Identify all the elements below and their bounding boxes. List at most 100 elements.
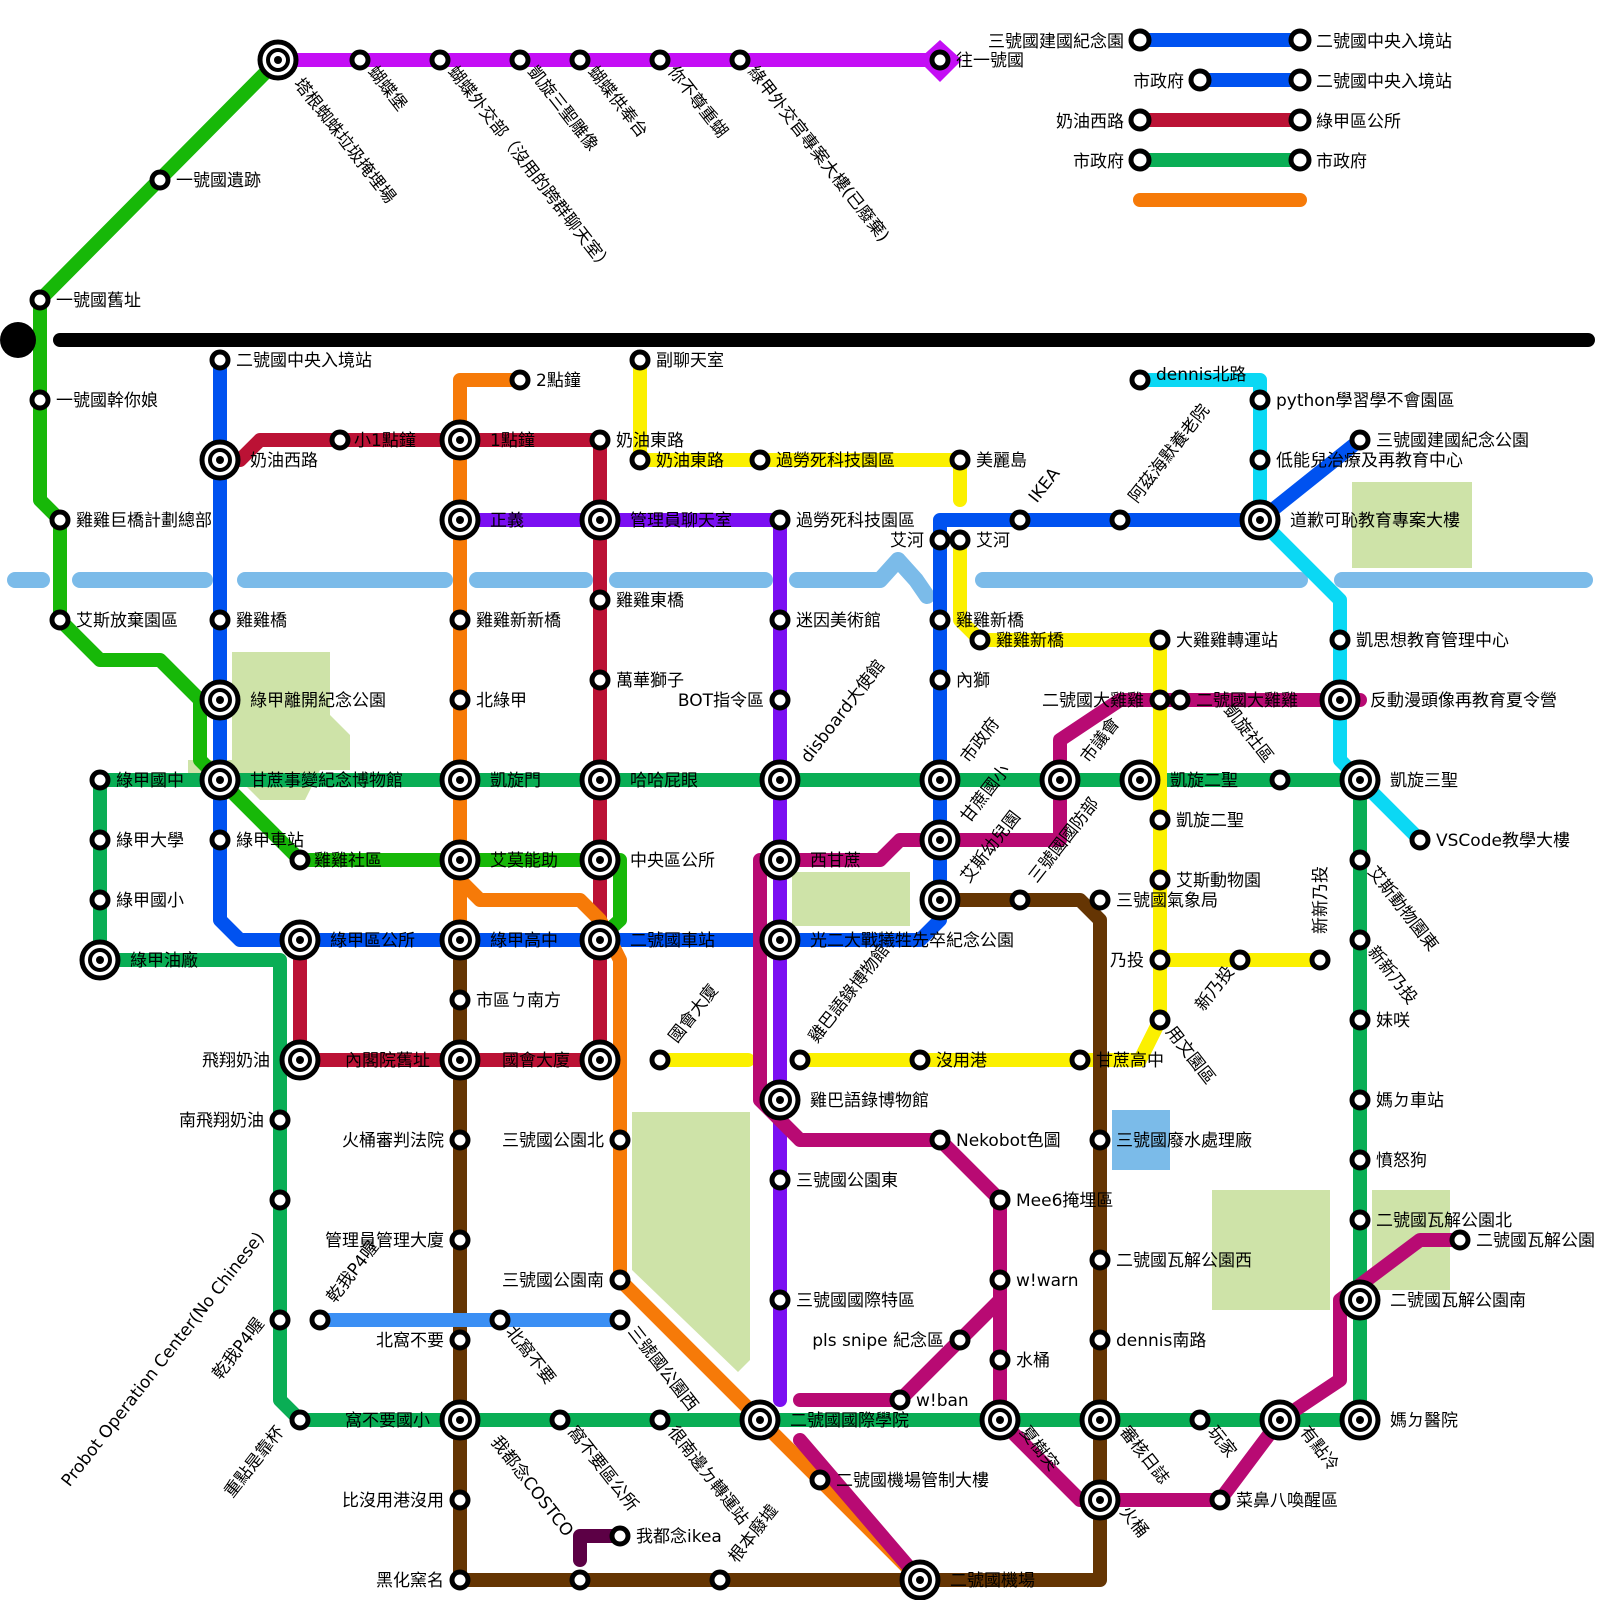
station-s80[interactable]: 三號國國際特區 [769, 1289, 915, 1311]
station-s44[interactable]: 北窩不要 [376, 1329, 471, 1351]
station-s72[interactable]: BOT指令區 [678, 689, 791, 711]
station-s20[interactable]: 綠甲車站 [209, 829, 304, 851]
station-s90[interactable]: 雞雞新橋 [969, 629, 1064, 651]
station-s130[interactable]: VSCode教學大樓 [1409, 829, 1570, 851]
station-s11[interactable]: 一號國幹你娘 [29, 389, 158, 411]
station-s31[interactable]: 重點是靠杯 [221, 1409, 311, 1502]
station-s23[interactable]: 綠甲大學 [89, 829, 184, 851]
station-s134[interactable]: 媽ㄉ車站 [1349, 1089, 1444, 1111]
station-s128[interactable]: 反動漫頭像再教育夏令營 [1319, 679, 1557, 721]
station-s34[interactable]: 正義 [439, 499, 524, 541]
station-s103[interactable]: pls snipe 紀念區 [812, 1329, 971, 1351]
station-s120[interactable]: 二號國大雞雞 [1042, 689, 1171, 711]
station-s108[interactable]: dennis南路 [1089, 1329, 1206, 1351]
station-s50[interactable]: 奶油東路 [589, 429, 684, 451]
station-s139[interactable]: 媽ㄉ醫院 [1339, 1399, 1458, 1441]
station-s121[interactable]: 二號國大雞雞 [1169, 689, 1298, 711]
station-s106[interactable]: 夏樹突 [979, 1399, 1062, 1475]
station-s8[interactable]: 往一號國 [929, 49, 1024, 71]
station-s124[interactable]: python學習學不會園區 [1249, 389, 1454, 411]
station-s52[interactable]: 雞雞東橋 [589, 589, 684, 611]
station-s76[interactable]: 雞巴語錄博物館 [789, 941, 894, 1071]
station-s38[interactable]: 艾莫能助 [439, 839, 558, 881]
station-s64[interactable]: 很南邊ㄉ轉運站 [649, 1409, 752, 1529]
station-s84[interactable]: 艾河 [890, 529, 951, 551]
station-s54[interactable]: 哈哈屁眼 [579, 759, 698, 801]
station-s127[interactable]: 凱思想教育管理中心 [1329, 629, 1509, 651]
station-s78[interactable]: 雞巴語錄博物館 [759, 1079, 929, 1121]
station-s12[interactable]: 雞雞巨橋計劃總部 [49, 509, 212, 531]
station-s137[interactable]: 二號國瓦解公園 [1449, 1229, 1595, 1251]
station-s35[interactable]: 雞雞新新橋 [449, 609, 561, 631]
station-s71[interactable]: 迷因美術館 [769, 609, 881, 631]
station-s58[interactable]: 三號國公園北 [502, 1129, 631, 1151]
station-s74[interactable]: 西甘蔗 [759, 839, 861, 881]
station-s10[interactable]: 一號國舊址 [29, 289, 141, 311]
station-s24[interactable]: 綠甲國小 [89, 889, 184, 911]
station-s115[interactable]: 乃投 [1110, 949, 1171, 971]
station-s79[interactable]: 三號國公園東 [769, 1169, 898, 1191]
station-s26[interactable]: 綠甲區公所 [279, 919, 415, 961]
station-s70[interactable]: 過勞死科技園區 [769, 509, 915, 531]
station-s16[interactable]: 小1點鐘 [329, 429, 416, 451]
station-s82[interactable]: 二號國機場管制大樓 [809, 1469, 989, 1491]
station-s96[interactable]: 三號國氣象局 [1089, 889, 1218, 911]
station-s62[interactable]: 我都念COSTCO [486, 1432, 591, 1591]
station-s27[interactable]: 飛翔奶油 [202, 1039, 321, 1081]
station-s4[interactable]: 凱旋三聖雕像 [509, 49, 602, 155]
station-s33[interactable]: 1點鐘 [439, 419, 535, 461]
station-s123[interactable]: dennis北路 [1129, 365, 1246, 391]
station-s75[interactable]: 光二大戰犧牲先卒紀念公園 [759, 919, 1014, 961]
station-s69[interactable]: 美麗島 [949, 449, 1027, 471]
station-s57[interactable]: 國會大廈 [502, 1039, 621, 1081]
station-s56[interactable]: 二號國車站 [579, 919, 715, 961]
station-s39[interactable]: 綠甲高中 [439, 919, 558, 961]
station-s14[interactable]: 二號國中央入境站 [209, 349, 372, 371]
station-s3[interactable]: 蝴蝶外交部（沒用的跨群聊天室） [429, 49, 616, 276]
station-s7[interactable]: 綠甲外交官專案大樓(已廢棄) [729, 49, 893, 246]
station-s112[interactable]: 凱旋二聖 [1119, 759, 1238, 801]
station-s60[interactable]: 三號國公園西 [609, 1309, 702, 1415]
station-s125[interactable]: 低能兒治療及再教育中心 [1249, 449, 1463, 471]
station-s18[interactable]: 綠甲離開紀念公園 [199, 679, 386, 721]
station-s100[interactable]: Nekobot色圖 [929, 1129, 1061, 1151]
station-s32[interactable]: 2點鐘 [509, 369, 581, 391]
station-s133[interactable]: 妹咲 [1349, 1009, 1410, 1031]
station-s25[interactable]: 綠甲油廠 [79, 939, 198, 981]
station-s101[interactable]: Mee6掩埋區 [989, 1189, 1113, 1211]
station-s114[interactable]: 艾斯動物園 [1149, 869, 1261, 891]
station-s81[interactable]: 二號國國際學院 [739, 1399, 909, 1441]
station-s51[interactable]: 管理員聊天室 [579, 499, 732, 541]
station-s61[interactable]: 窩不要區公所 [549, 1409, 642, 1515]
station-s117[interactable]: 新新乃投 [1309, 866, 1331, 971]
station-s136[interactable]: 二號國瓦解公園北 [1349, 1209, 1512, 1231]
station-s110[interactable]: 火桶 [1079, 1479, 1152, 1542]
station-s99[interactable]: 三號國廢水處理廠 [1089, 1129, 1252, 1151]
station-s17[interactable]: 雞雞橋 [209, 609, 287, 631]
station-s63[interactable]: 我都念ikea [609, 1525, 722, 1547]
station-s141[interactable]: 菜鼻八喚醒區 [1209, 1489, 1338, 1511]
station-s37[interactable]: 凱旋門 [439, 759, 541, 801]
station-s9[interactable]: 一號國遺跡 [149, 169, 261, 191]
station-s126[interactable]: 三號國建國紀念公園 [1349, 429, 1529, 451]
station-s59[interactable]: 三號國公園南 [502, 1269, 631, 1291]
station-s67[interactable]: 奶油東路 [629, 449, 724, 471]
station-s47[interactable]: 黑化窯名 [376, 1569, 471, 1591]
station-s119[interactable]: 大雞雞轉運站 [1149, 629, 1278, 651]
station-s13[interactable]: 艾斯放棄園區 [49, 609, 178, 631]
station-s46[interactable]: 比沒用港沒用 [342, 1489, 471, 1511]
station-s42[interactable]: 火桶審判法院 [342, 1129, 471, 1151]
station-s138[interactable]: 二號國瓦解公園南 [1339, 1279, 1526, 1321]
station-s98[interactable]: 甘蔗高中 [1069, 1049, 1164, 1071]
station-s36[interactable]: 北綠甲 [449, 689, 527, 711]
station-s102[interactable]: w!warn [989, 1269, 1079, 1291]
station-s66[interactable]: 副聊天室 [629, 349, 724, 371]
station-s105[interactable]: w!ban [889, 1389, 969, 1411]
station-s129[interactable]: 凱旋三聖 [1339, 759, 1458, 801]
station-s104[interactable]: 水桶 [989, 1349, 1050, 1371]
station-s89[interactable]: 雞雞新橋 [929, 609, 1024, 631]
station-s40[interactable]: 市區ㄅ南方 [449, 989, 561, 1011]
station-s68[interactable]: 過勞死科技園區 [749, 449, 895, 471]
station-s88[interactable]: 道歉可恥教育專案大樓 [1239, 499, 1460, 541]
station-s91[interactable]: 內獅 [929, 669, 990, 691]
